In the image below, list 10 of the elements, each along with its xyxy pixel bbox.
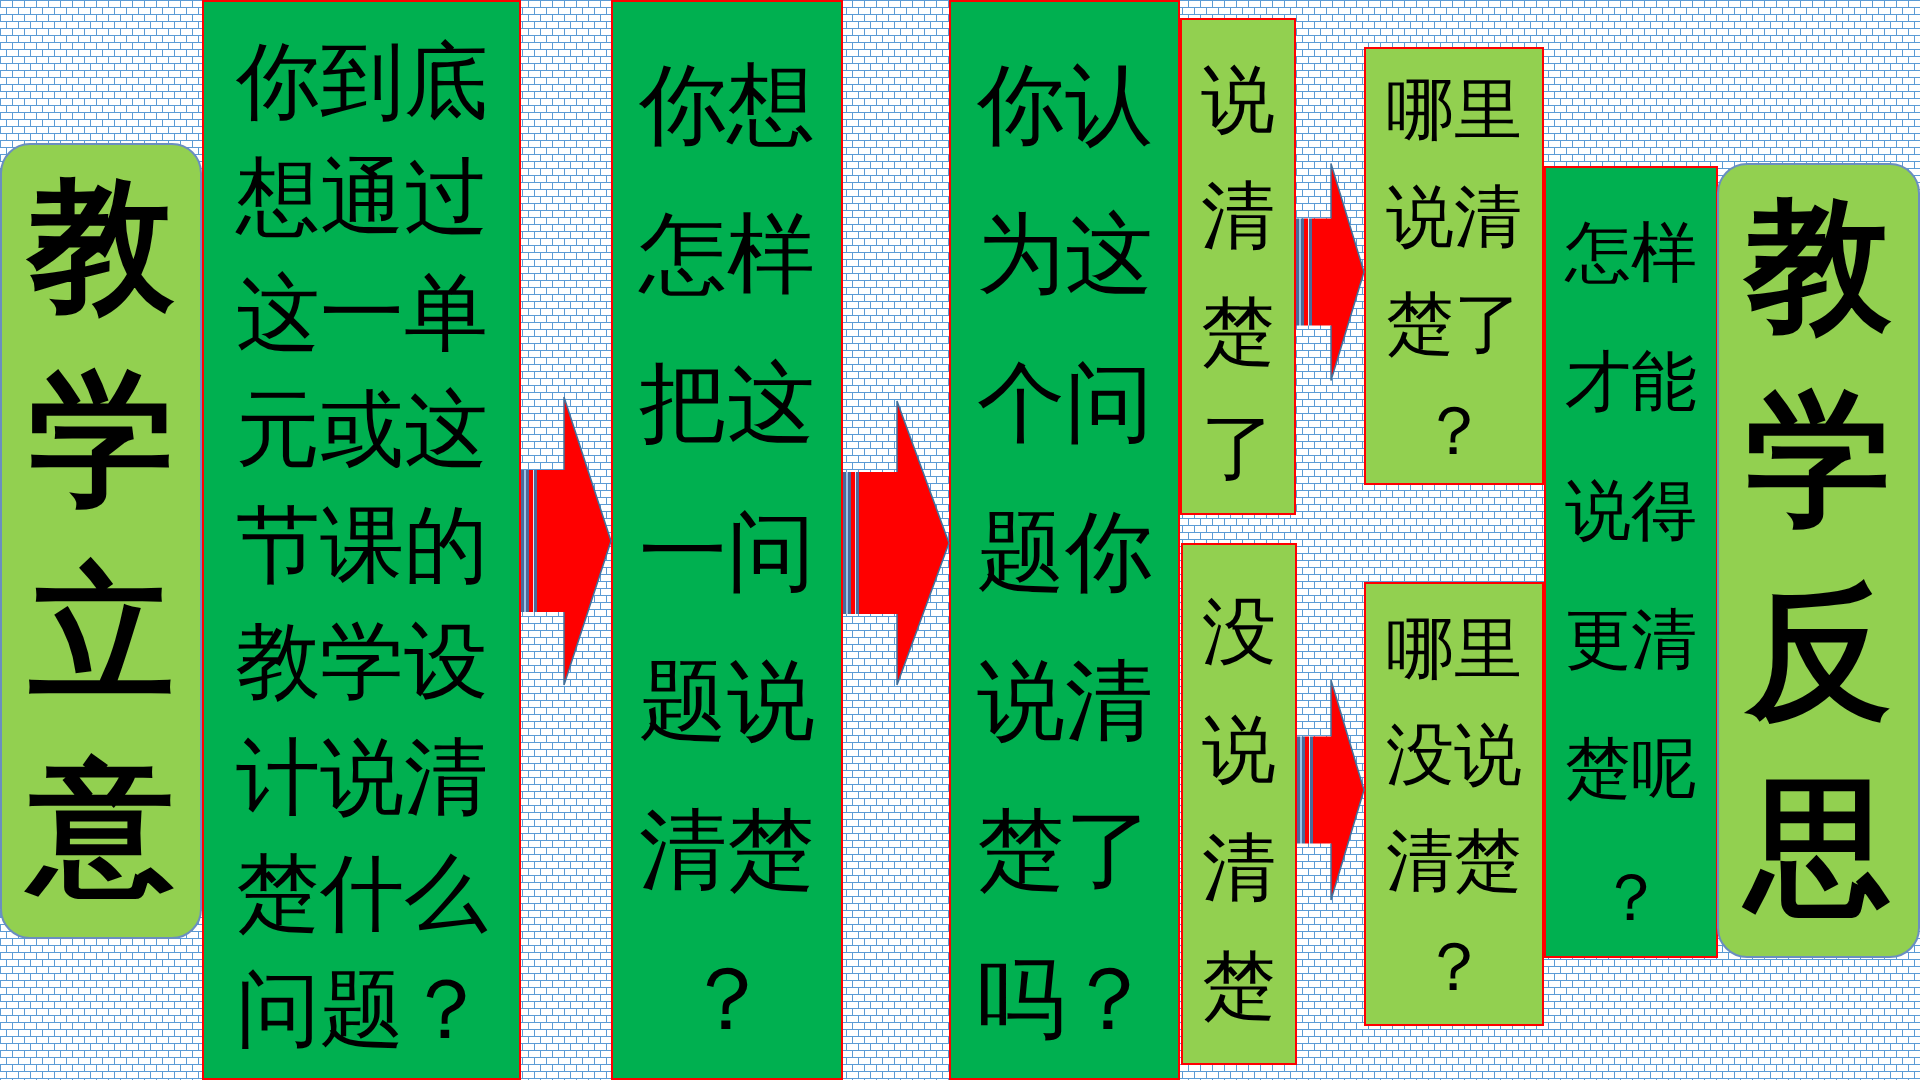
heading-box: 教学反思	[1717, 163, 1920, 958]
heading-box: 教学立意	[0, 143, 202, 939]
question-box: 你想怎样把这一问题说清楚？	[611, 0, 843, 1080]
question-box: 你认为这个问题你说清楚了吗？	[949, 0, 1180, 1080]
question-box: 你到底想通过这一单元或这节课的教学设计说清楚什么问题？	[202, 0, 521, 1080]
question-box: 哪里说清楚了？	[1364, 47, 1544, 485]
question-box: 哪里没说清楚？	[1364, 582, 1544, 1026]
outcome-box: 没说清楚	[1181, 543, 1297, 1065]
question-box: 怎样才能说得更清楚呢？	[1544, 166, 1718, 958]
outcome-box: 说清楚了	[1180, 18, 1296, 515]
